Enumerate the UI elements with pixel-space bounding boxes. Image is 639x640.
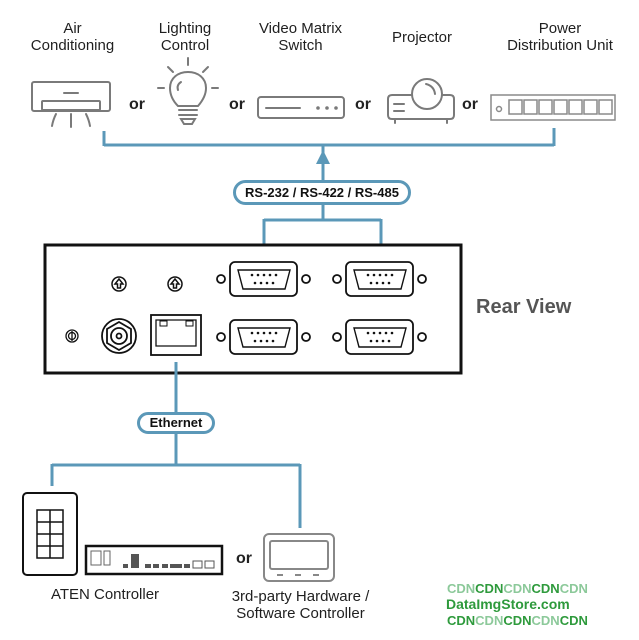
label-line: Distribution Unit [507,37,613,54]
ethernet-line [50,362,302,528]
watermark-text: CDN [531,581,560,596]
watermark-text: CDN [531,613,560,628]
device-label-lighting-control: Lighting Control [140,20,230,54]
label-line: Switch [278,37,323,54]
light-bulb-icon [157,57,219,125]
device-label-air-conditioning: Air Conditioning [25,20,120,54]
serial-port-2 [332,261,427,297]
video-matrix-switch-icon [257,96,345,119]
label-line: Control [160,37,210,54]
keypad-icon [22,492,78,576]
label-line: Air [63,20,82,37]
serial-port-4 [332,319,427,355]
or-separator: or [355,96,371,113]
rear-view-label: Rear View [476,296,572,318]
device-label-video-matrix-switch: Video Matrix Switch [248,20,353,54]
touch-panel-icon [263,533,335,582]
ground-screw-icon [65,329,79,343]
watermark-text: DataImgStore.com [446,596,570,612]
device-label-pdu: Power Distribution Unit [485,20,635,54]
watermark-text: CDN [447,613,476,628]
air-conditioner-icon [31,81,111,128]
label-line: Lighting [158,20,212,37]
watermark-text: CDN [559,581,588,596]
aten-controller-label: ATEN Controller [50,586,160,603]
or-separator: or [129,96,145,113]
ethernet-label: Ethernet [137,412,215,434]
device-label-projector: Projector [378,29,466,46]
watermark-row-3: CDNCDNCDNCDNCDN [447,613,588,628]
arrow-up-icon [316,150,330,164]
or-separator: or [236,550,252,567]
or-separator: or [462,96,478,113]
label-line: 3rd-party Hardware / [231,588,370,605]
label-line: Projector [391,29,453,46]
power-jack-icon [101,318,137,354]
watermark-text: CDN [559,613,588,628]
usb-port-icon [111,276,127,292]
watermark-row-1: CDNCDNCDNCDNCDN [447,581,588,596]
usb-port-icon [167,276,183,292]
pdu-icon [490,94,616,121]
watermark-text: CDN [447,581,476,596]
watermark-text: CDN [475,613,504,628]
or-separator: or [229,96,245,113]
serial-port-3 [216,319,311,355]
serial-port-1 [216,261,311,297]
serial-protocol-label: RS-232 / RS-422 / RS-485 [233,180,411,205]
ethernet-port-icon [150,314,202,356]
label-line: Power [538,20,582,37]
watermark-text: CDN [503,613,532,628]
label-line: Software Controller [236,605,365,622]
control-box-icon [84,544,224,576]
label-line: Video Matrix [258,20,343,37]
projector-icon [387,78,455,124]
serial-pins [250,273,394,343]
third-party-controller-label: 3rd-party Hardware / Software Controller [218,588,383,622]
watermark-text: CDN [503,581,532,596]
watermark-site: DataImgStore.com [446,596,570,612]
watermark-text: CDN [475,581,504,596]
label-line: Conditioning [30,37,115,54]
